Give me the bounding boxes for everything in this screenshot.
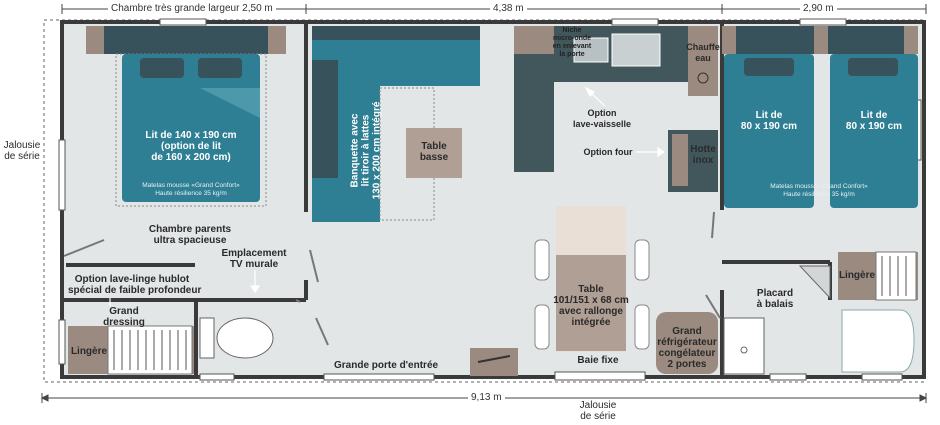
shower bbox=[723, 317, 765, 375]
dressing-hangers bbox=[113, 330, 187, 370]
kitchen-drainer bbox=[573, 37, 609, 63]
banquette-back bbox=[312, 26, 480, 40]
kids-linen-rail bbox=[875, 251, 917, 301]
bay-window-label: Baie fixe bbox=[577, 355, 619, 366]
banquette-arm bbox=[312, 60, 338, 178]
broom-cupboard bbox=[798, 265, 831, 300]
dimension-top-center: 4,38 m bbox=[490, 3, 527, 14]
banquette bbox=[312, 26, 480, 222]
parents-bed-fold bbox=[122, 88, 260, 118]
parents-headboard bbox=[86, 26, 284, 54]
kids-bed-right bbox=[830, 54, 918, 208]
dimension-top-left: Chambre très grande largeur 2,50 m bbox=[108, 3, 276, 14]
kids-nightstand-right bbox=[904, 26, 918, 54]
oven-label: Option four bbox=[583, 147, 633, 157]
door-swings bbox=[63, 211, 721, 346]
parents-linen-label: Lingère bbox=[70, 346, 108, 357]
bathtub bbox=[841, 309, 915, 373]
kids-bed-left bbox=[724, 54, 814, 208]
kids-linen-hangers bbox=[881, 256, 907, 296]
kitchen-wood-top bbox=[514, 26, 554, 54]
callout-arrows bbox=[109, 86, 666, 306]
kitchen-sink bbox=[611, 33, 661, 67]
kids-nightstand-left bbox=[722, 26, 736, 54]
kids-pillow-right bbox=[848, 58, 898, 76]
parents-pillow-right bbox=[198, 58, 242, 78]
water-heater-dial bbox=[697, 72, 709, 84]
windows bbox=[58, 18, 922, 381]
entry-cabinet bbox=[470, 348, 518, 376]
toilet-tank bbox=[199, 317, 215, 359]
dining-chairs bbox=[534, 239, 650, 350]
toilet-bowl bbox=[216, 317, 274, 359]
stove bbox=[672, 134, 688, 186]
kids-pillow-left bbox=[744, 58, 794, 76]
parents-nightstand-left bbox=[86, 26, 104, 54]
fridge bbox=[656, 312, 718, 374]
shower-drain bbox=[740, 346, 748, 354]
water-heater bbox=[688, 26, 718, 96]
kids-nightstand-mid bbox=[814, 26, 828, 54]
kids-mattress-label: Matelas mousse «Grand Confort»Haute rési… bbox=[770, 183, 868, 198]
parents-mattress-label: Matelas mousse «Grand Confort»Haute rési… bbox=[142, 182, 240, 197]
parents-bed-outline bbox=[115, 53, 267, 207]
dimension-bottom-total: 9,13 m bbox=[468, 392, 505, 403]
parents-nightstand-right bbox=[268, 26, 286, 54]
dressing-rail bbox=[107, 325, 193, 375]
kids-linen-label: Lingère bbox=[838, 270, 876, 281]
dining-table bbox=[556, 255, 626, 351]
interior-walls bbox=[62, 22, 832, 377]
coffee-table bbox=[406, 128, 462, 178]
dimension-top-right: 2,90 m bbox=[800, 3, 837, 14]
parents-pillow-left bbox=[140, 58, 184, 78]
entrance-door-label: Grande porte d'entrée bbox=[334, 360, 439, 371]
